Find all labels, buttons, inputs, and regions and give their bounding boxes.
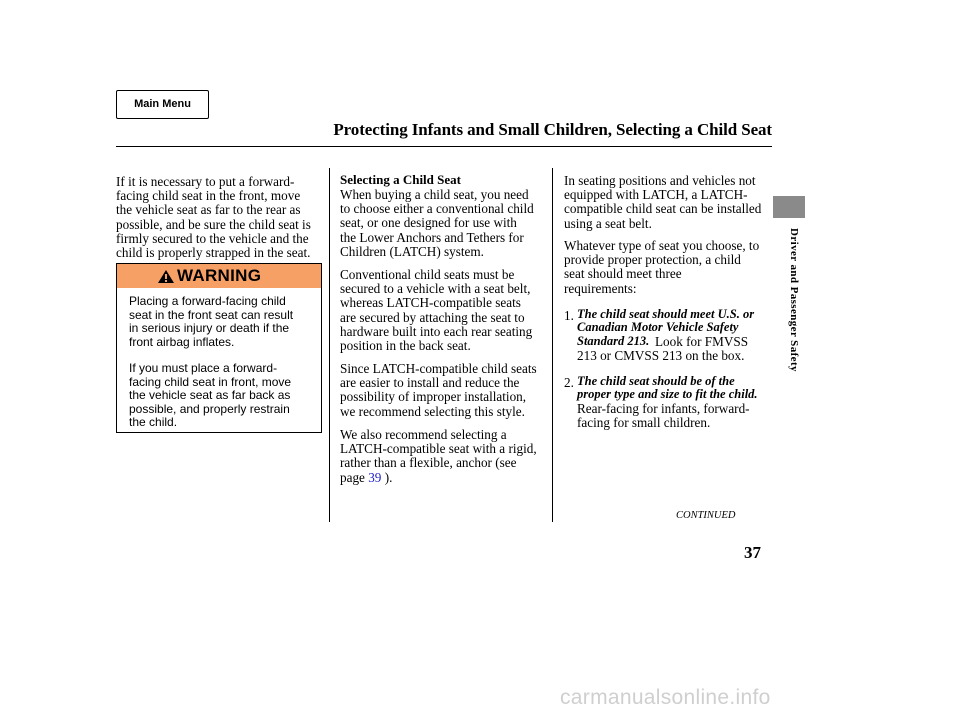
main-menu-button[interactable]: Main Menu xyxy=(116,90,209,119)
middle-paragraph-4: We also recommend selecting a LATCH-comp… xyxy=(340,427,550,485)
middle-paragraph-1: When buying a child seat, you need to ch… xyxy=(340,187,534,259)
warning-triangle-icon xyxy=(158,270,174,283)
section-side-label: Driver and Passenger Safety xyxy=(788,228,800,372)
requirement-2-title: The child seat should be of the proper t… xyxy=(577,374,758,402)
requirement-1-text: 213 or CMVSS 213 on the box. xyxy=(577,348,745,363)
section-heading: Selecting a Child Seat xyxy=(340,172,461,187)
header-divider xyxy=(116,146,772,147)
warning-box: WARNING Placing a forward-facing child s… xyxy=(116,263,322,433)
warning-label: WARNING xyxy=(177,266,262,285)
requirement-1-title: The child seat should meet U.S. or Canad… xyxy=(577,307,755,348)
warning-paragraph-2: If you must place a forward- facing chil… xyxy=(129,361,292,429)
continued-label: CONTINUED xyxy=(676,510,736,521)
paragraph-4-suffix: ). xyxy=(381,469,393,485)
paragraph-4-text: We also recommend selecting a LATCH-comp… xyxy=(340,427,537,485)
warning-paragraph-1: Placing a forward-facing child seat in t… xyxy=(129,294,294,349)
right-paragraph-1: In seating positions and vehicles not eq… xyxy=(564,173,762,231)
column-divider-right xyxy=(552,168,553,522)
requirement-1-number: 1. xyxy=(564,308,574,323)
page-reference-link[interactable]: 39 xyxy=(368,469,382,485)
column-divider-left xyxy=(329,168,330,522)
middle-paragraph-2: Conventional child seats must be secured… xyxy=(340,267,533,354)
section-tab xyxy=(773,196,805,218)
requirement-2-number: 2. xyxy=(564,375,574,390)
page-number: 37 xyxy=(744,543,761,562)
right-paragraph-2: Whatever type of seat you choose, to pro… xyxy=(564,238,760,296)
watermark: carmanualsonline.info xyxy=(560,686,771,709)
requirement-1-inline-text: Look for FMVSS xyxy=(655,334,749,349)
middle-paragraph-3: Since LATCH-compatible child seats are e… xyxy=(340,361,537,419)
warning-banner: WARNING xyxy=(117,264,321,288)
requirement-2-text: Rear-facing for infants, forward- facing… xyxy=(577,401,750,431)
page-title: Protecting Infants and Small Children, S… xyxy=(333,120,772,139)
intro-paragraph: If it is necessary to put a forward- fac… xyxy=(116,174,311,261)
